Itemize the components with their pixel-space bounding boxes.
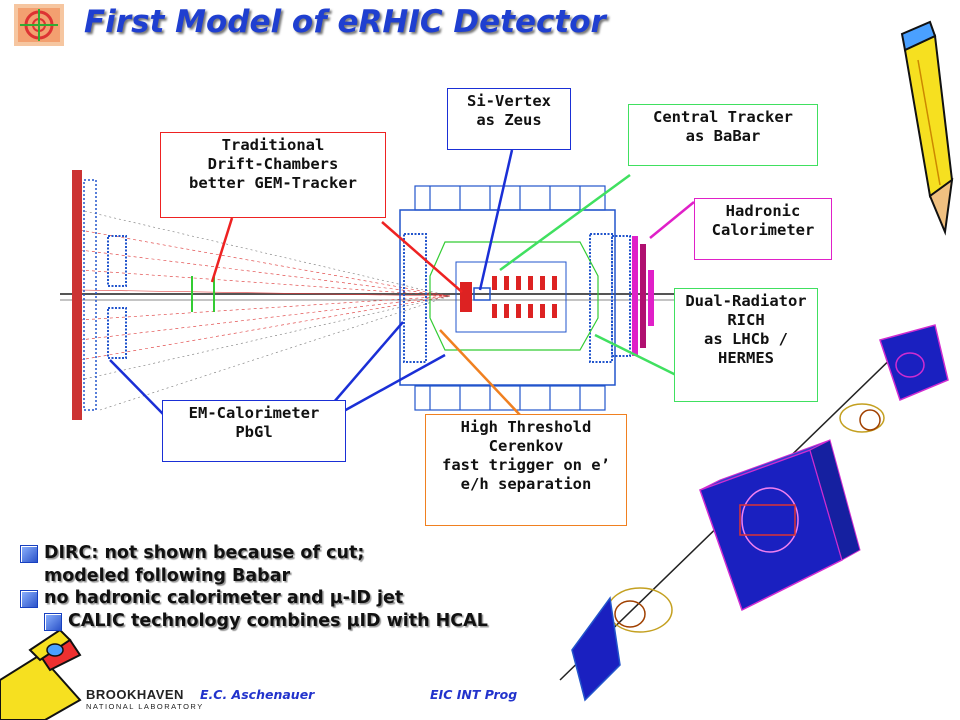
label-central-tracker: Central Tracker as BaBar	[628, 104, 818, 166]
bullet-list: DIRC: not shown because of cut; modeled …	[20, 542, 488, 632]
bullet-item: CALIC technology combines µID with HCAL	[20, 610, 488, 633]
label-em-calorimeter: EM-Calorimeter PbGl	[162, 400, 346, 462]
label-hadronic-calorimeter: Hadronic Calorimeter	[694, 198, 832, 260]
label-dual-radiator-rich: Dual-Radiator RICH as LHCb / HERMES	[674, 288, 818, 402]
bullet-item: DIRC: not shown because of cut; modeled …	[20, 542, 488, 587]
checkbox-bullet-icon	[44, 612, 62, 631]
pencil-right-icon	[900, 20, 954, 236]
erhic-logo	[14, 4, 64, 46]
label-si-vertex: Si-Vertex as Zeus	[447, 88, 571, 150]
forward-spray	[79, 209, 451, 411]
page-title: First Model of eRHIC Detector	[84, 4, 606, 40]
label-high-threshold-cerenkov: High Threshold Cerenkov fast trigger on …	[425, 414, 627, 526]
checkbox-bullet-icon	[20, 545, 38, 563]
footer-author: E.C. Aschenauer	[200, 687, 315, 702]
checkbox-bullet-icon	[20, 590, 38, 608]
pencil-left-icon	[0, 628, 82, 720]
footer-event: EIC INT Prog	[430, 687, 518, 702]
label-drift-chambers: Traditional Drift-Chambers better GEM-Tr…	[160, 132, 386, 218]
detector-3d-model	[559, 324, 949, 702]
bullet-item: no hadronic calorimeter and µ-ID jet	[20, 587, 488, 610]
brookhaven-logo: BROOKHAVEN NATIONAL LABORATORY	[86, 687, 204, 711]
